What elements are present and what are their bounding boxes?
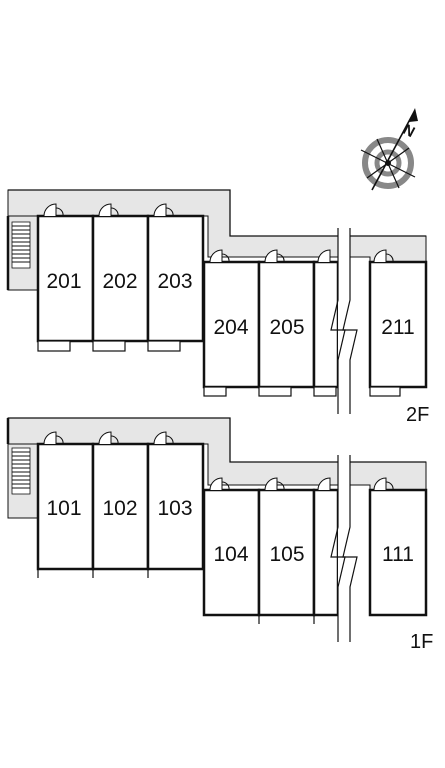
unit-number: 211	[381, 316, 414, 339]
unit-number: 101	[46, 497, 81, 520]
unit-102: 102	[91, 431, 150, 578]
break-symbol-2f	[330, 228, 358, 418]
break-symbol-1f	[330, 455, 358, 645]
unit-number: 203	[157, 270, 192, 293]
unit-101: 101	[36, 431, 95, 578]
unit-205: 205	[257, 249, 316, 397]
stairs-2f	[6, 215, 39, 291]
unit-number: 103	[157, 497, 192, 520]
floor-2f-plan: 201 202 203 204 20	[6, 189, 429, 426]
unit-number: 105	[269, 543, 304, 566]
unit-number: 205	[269, 316, 304, 339]
unit-211: 211	[368, 249, 428, 397]
unit-111: 111	[368, 477, 428, 617]
floor-label-1f: 1F	[410, 631, 433, 653]
stairs-1f	[6, 418, 39, 519]
unit-203: 203	[146, 203, 205, 352]
unit-number: 104	[213, 543, 248, 566]
unit-103: 103	[146, 431, 205, 578]
unit-104: 104	[202, 477, 261, 624]
unit-105: 105	[257, 477, 316, 624]
compass-north-label: N	[400, 121, 418, 141]
unit-number: 204	[213, 316, 248, 339]
unit-202: 202	[91, 203, 150, 352]
unit-omitted-1f	[312, 477, 340, 617]
unit-number: 111	[382, 543, 414, 566]
unit-201: 201	[36, 203, 95, 352]
unit-number: 102	[102, 497, 137, 520]
floor-1f-plan: 101 102 103 104 105	[6, 417, 433, 653]
unit-number: 202	[102, 270, 137, 293]
unit-number: 201	[46, 270, 81, 293]
unit-204: 204	[202, 249, 261, 397]
compass-icon: N	[360, 108, 418, 191]
unit-omitted-2f	[312, 249, 340, 397]
floor-label-2f: 2F	[406, 404, 429, 426]
